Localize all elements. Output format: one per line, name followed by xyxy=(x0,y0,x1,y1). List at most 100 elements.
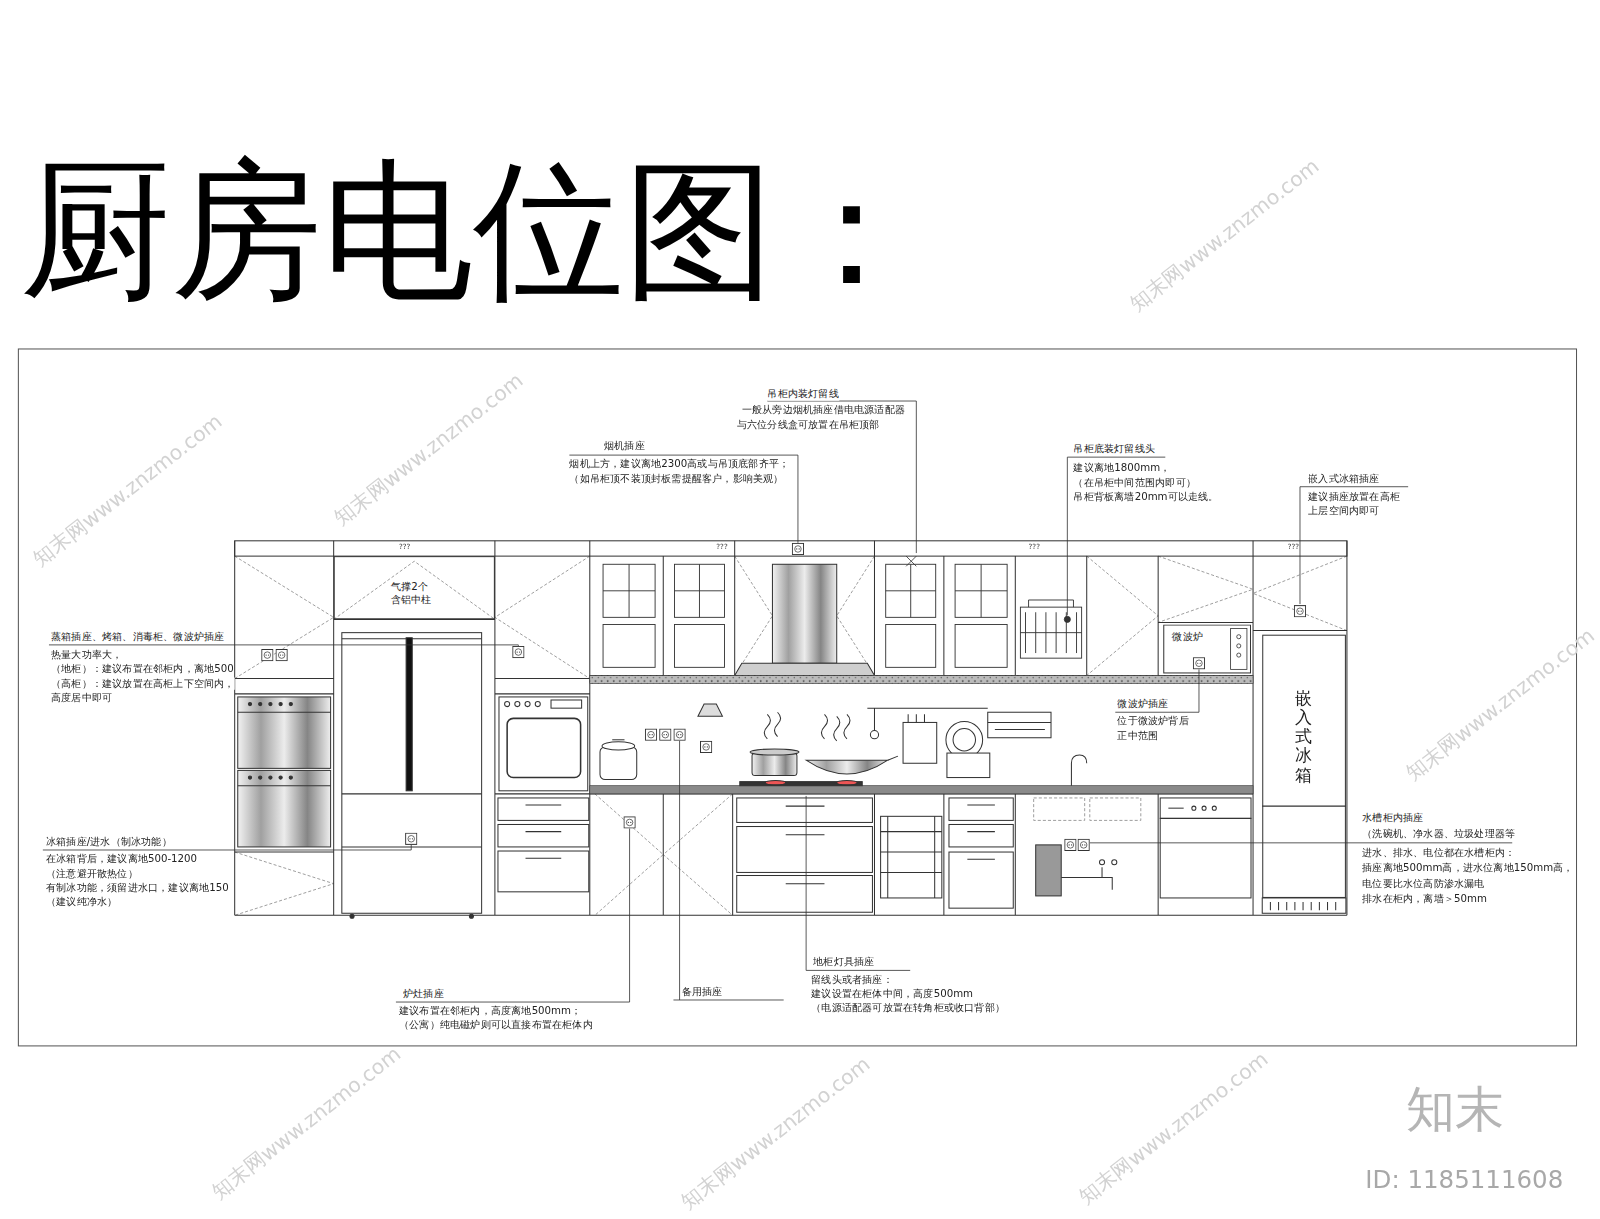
steam-oven xyxy=(238,770,331,847)
socket-symbol xyxy=(701,741,712,752)
steam-oven xyxy=(269,702,272,705)
backsplash-items xyxy=(1071,755,1086,786)
backsplash-items xyxy=(837,781,857,785)
wall-oven xyxy=(535,702,540,707)
callout-text: 建议布置在邻柜内，高度离地500mm； xyxy=(399,1005,581,1017)
watermark: 知末网www.znzmo.com xyxy=(329,368,527,530)
callout-text: （地柜）：建议布置在邻柜内，离地500 xyxy=(51,663,234,675)
fridge-vent xyxy=(1262,898,1346,913)
callout-text: 备用插座 xyxy=(682,986,723,998)
watermark: 知末网www.znzmo.com xyxy=(28,409,226,571)
refrigerator xyxy=(342,633,482,919)
socket-symbol xyxy=(406,833,417,844)
refrigerator xyxy=(342,633,482,914)
base-drawers xyxy=(949,798,1013,820)
callout-text: 烟机上方，建议离地2300高或与吊顶底部齐平； xyxy=(569,458,789,470)
steam-oven xyxy=(259,776,262,779)
callout-text: 上层空间内即可 xyxy=(1308,505,1379,517)
wall-oven xyxy=(498,697,589,892)
socket-symbol xyxy=(1193,658,1204,669)
wall-oven xyxy=(525,702,530,707)
callout-text: 建议插座放置在高柜 xyxy=(1308,491,1400,503)
base-drawers xyxy=(737,876,873,913)
base-drawers xyxy=(881,816,942,898)
callout-text: 建议设置在柜体中间，高度500mm xyxy=(811,988,973,1000)
callout-text: 吊柜背板离墙20mm可以走线。 xyxy=(1073,491,1218,503)
backsplash-items xyxy=(764,712,850,741)
dishwasher xyxy=(1168,808,1183,809)
fridge-vent xyxy=(1262,806,1346,910)
callout-text: 正中范围 xyxy=(1117,730,1158,742)
glass-door xyxy=(955,624,1007,667)
leader-line xyxy=(396,829,630,1002)
backsplash-items xyxy=(870,731,878,739)
steam-oven xyxy=(279,776,282,779)
socket-symbol xyxy=(276,649,287,660)
steam-oven xyxy=(248,776,251,779)
logo-text: 知末 xyxy=(1406,1082,1504,1135)
base-drawers xyxy=(737,798,1014,912)
id-text: ID: 1185111608 xyxy=(1365,1165,1563,1194)
door-swing-lines xyxy=(1034,798,1085,820)
door-swing-lines xyxy=(1090,798,1141,820)
socket-symbol xyxy=(1078,839,1089,850)
steam-oven xyxy=(248,702,251,705)
glass-door xyxy=(886,564,936,617)
wall-oven xyxy=(515,702,520,707)
leader-line xyxy=(806,796,910,970)
microwave-panel xyxy=(1237,653,1241,657)
dish-rack-cabinet xyxy=(1029,600,1074,607)
glass-door xyxy=(674,624,724,667)
sink-cabinet xyxy=(1112,860,1117,865)
socket-symbol xyxy=(660,729,671,740)
backsplash-items xyxy=(953,729,975,751)
glass-door xyxy=(603,564,655,617)
base-drawers xyxy=(949,852,1013,908)
callout-text: 冰箱插座/进水（制冰功能） xyxy=(46,836,172,848)
backsplash-items xyxy=(600,747,637,780)
socket-symbol xyxy=(262,543,1306,850)
backsplash-items xyxy=(888,756,898,760)
watermark: 知末网www.znzmo.com xyxy=(1401,623,1599,785)
height-mark: ??? xyxy=(1288,543,1299,551)
backsplash-items xyxy=(806,760,888,774)
cabinet-outline xyxy=(235,541,1347,915)
glass-door xyxy=(603,564,1007,667)
socket-symbol xyxy=(1294,606,1305,617)
height-mark: ??? xyxy=(716,543,727,551)
socket-symbol xyxy=(792,543,803,554)
cabinet-box: 气撑2个 含铝中柱 xyxy=(334,556,495,619)
drawing-frame xyxy=(18,349,1576,1046)
countertop xyxy=(590,676,1253,684)
backsplash-items xyxy=(698,704,722,716)
callout-text: 微波炉插座 xyxy=(1117,698,1168,710)
base-drawers xyxy=(881,816,942,898)
glass-door xyxy=(674,564,724,617)
glass-door xyxy=(886,564,936,617)
callout-text: 进水、排水、电位都在水槽柜内： xyxy=(1362,847,1515,859)
callout-text: 留线头或者插座： xyxy=(811,973,893,985)
microwave-panel xyxy=(1237,644,1241,648)
sink-cabinet xyxy=(1099,860,1104,865)
socket-symbol xyxy=(645,729,656,740)
dish-rack-cabinet xyxy=(1020,600,1081,658)
backsplash-items xyxy=(908,714,924,722)
refrigerator xyxy=(406,638,412,791)
steam-oven xyxy=(289,776,292,779)
callout-text: 烟机插座 xyxy=(604,440,645,452)
backsplash-items xyxy=(600,704,1087,786)
dishwasher xyxy=(1160,798,1251,898)
wall-oven xyxy=(526,805,562,858)
backsplash-items xyxy=(752,753,797,775)
glass-door xyxy=(674,564,724,617)
height-mark: ??? xyxy=(1029,543,1040,551)
box-text: 嵌入式冰箱 xyxy=(1295,689,1312,784)
socket-symbol xyxy=(624,817,635,828)
leader-line xyxy=(1064,616,1070,622)
glass-door xyxy=(603,564,655,617)
base-drawers xyxy=(737,798,873,822)
socket-symbol xyxy=(674,729,685,740)
callout-text: 一般从旁边烟机插座借电电源适配器 xyxy=(742,404,905,416)
callout-text: （建议纯净水） xyxy=(46,896,117,908)
